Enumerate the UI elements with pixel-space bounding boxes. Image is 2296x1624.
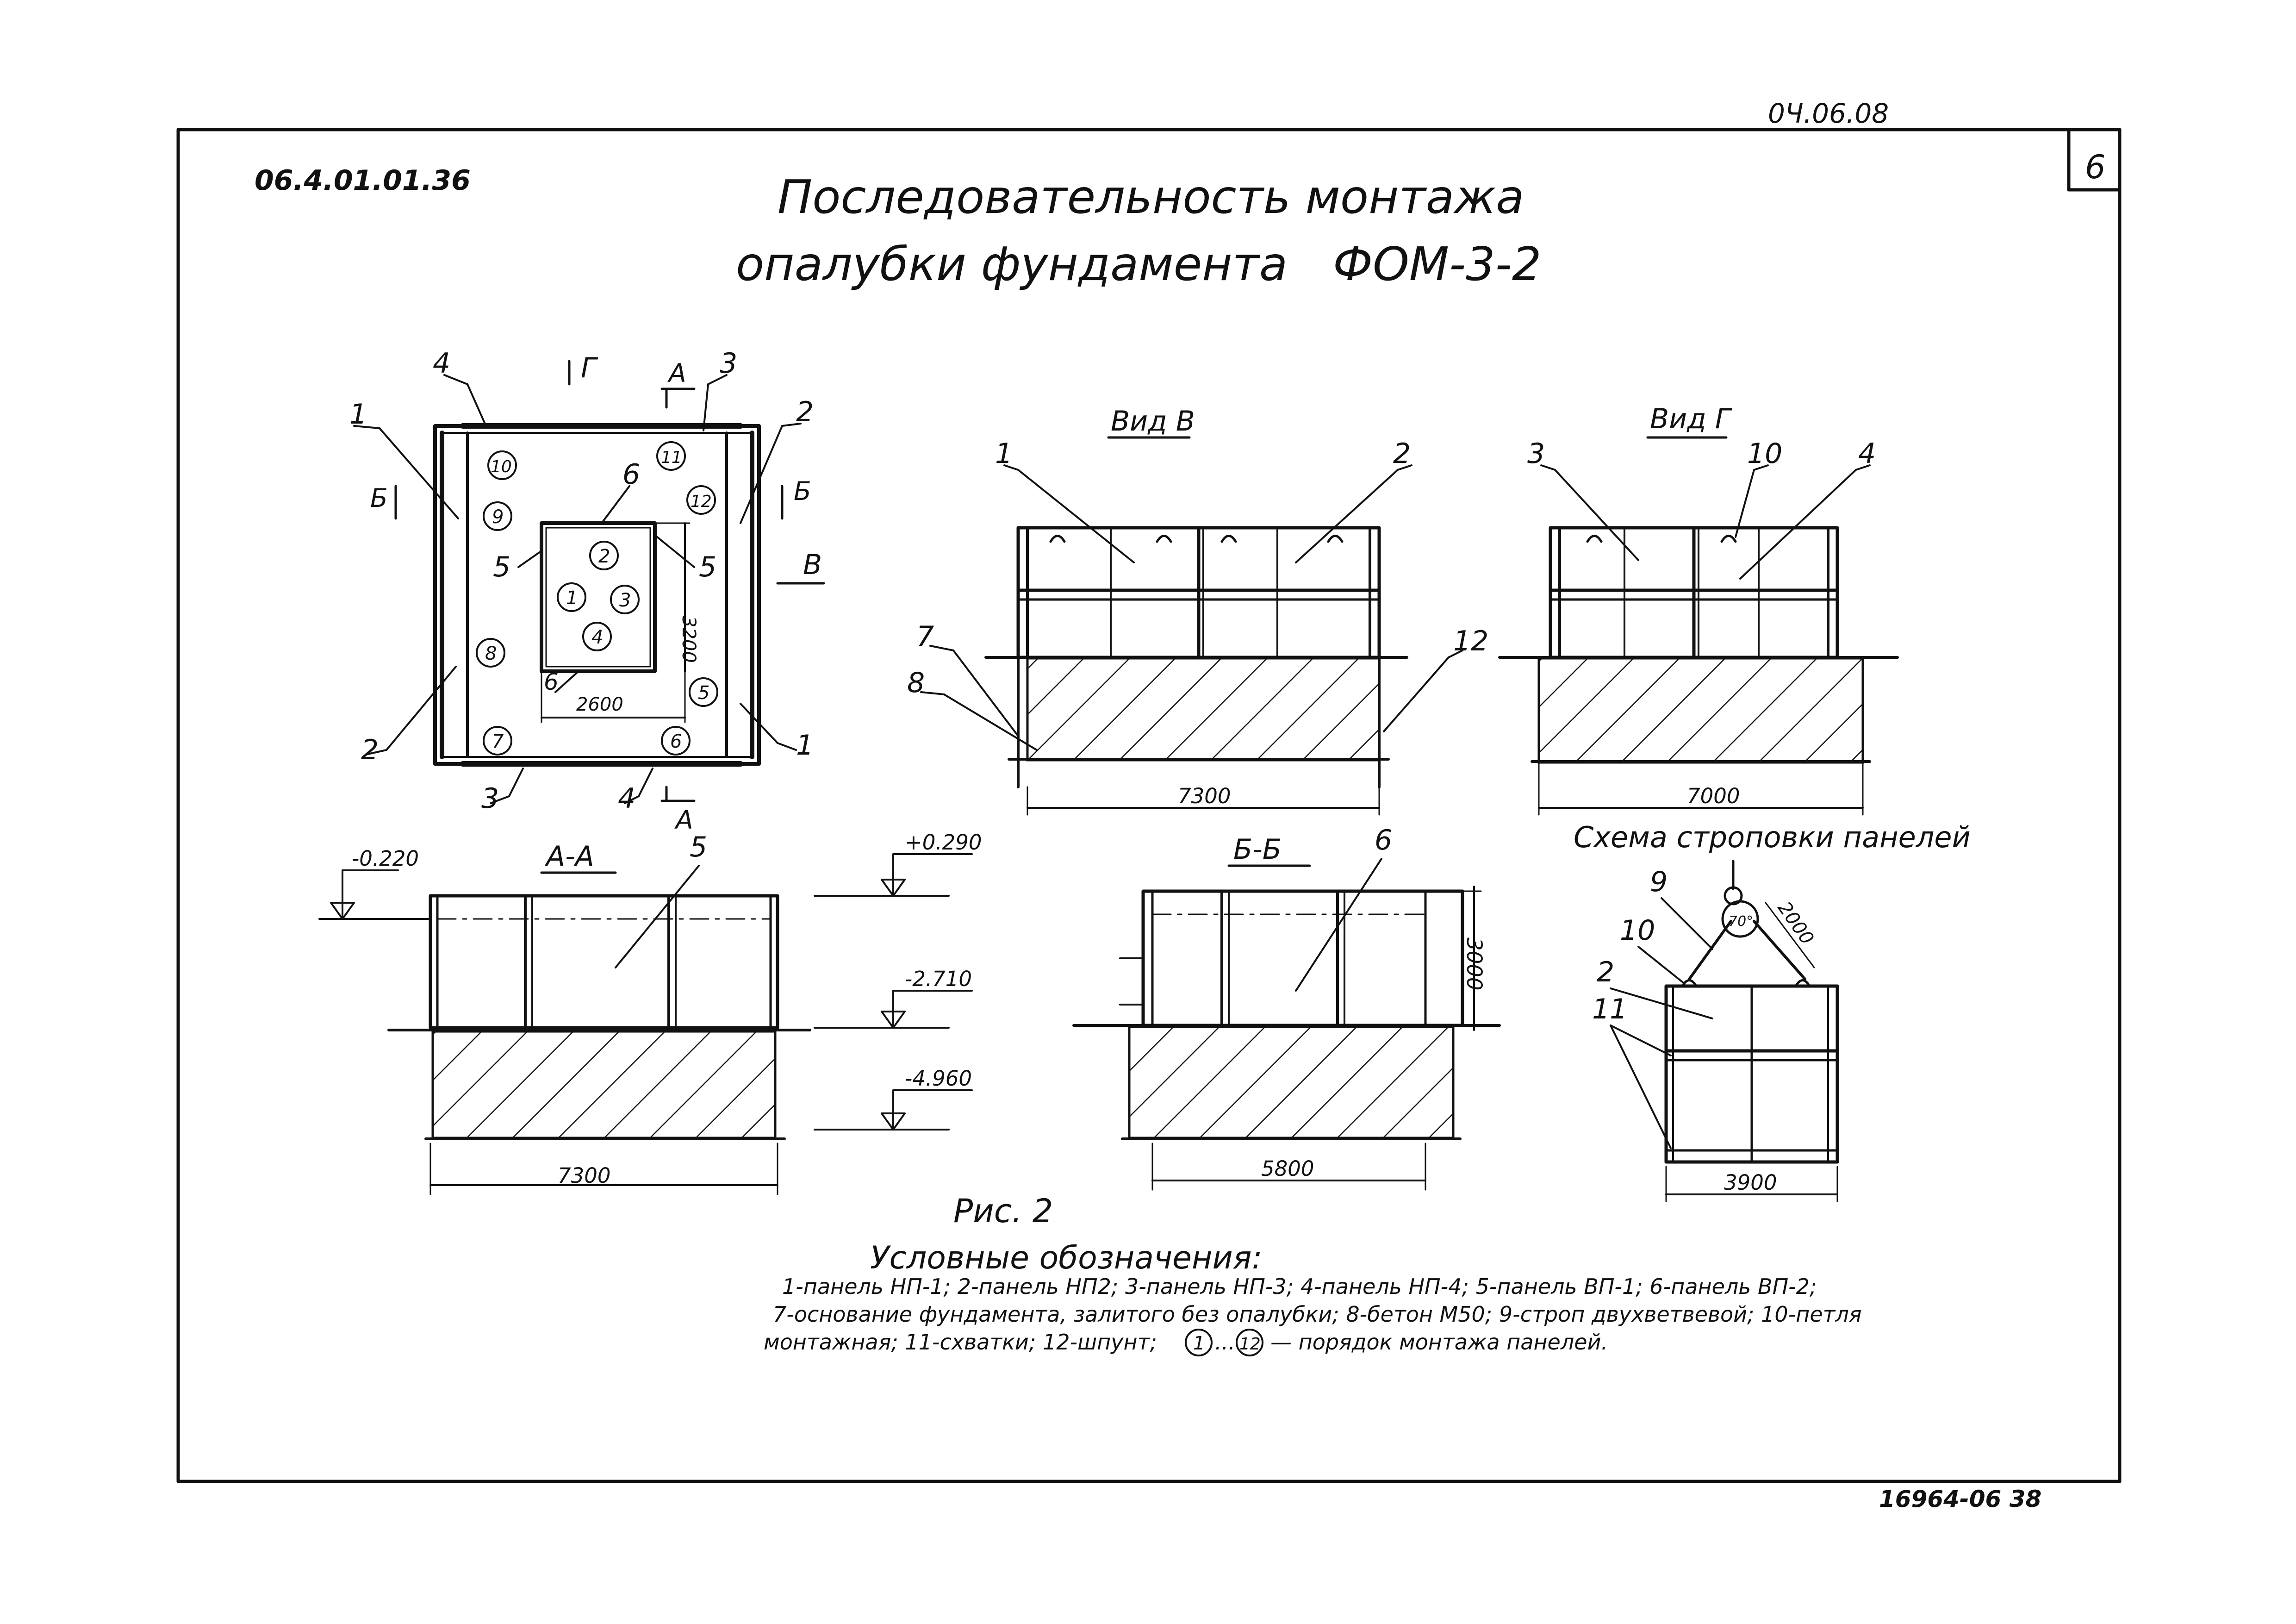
section-aa-dim: 7300 — [558, 1163, 611, 1188]
level-mid: -2.710 — [905, 967, 972, 991]
sheet-frame — [176, 128, 2122, 1483]
title-line-2: опалубки фундамента — [736, 237, 1288, 291]
level-bottom: -4.960 — [905, 1066, 972, 1091]
order-8: 8 — [485, 643, 497, 664]
view-g-callout-3: 3 — [1527, 437, 1545, 470]
sheet-number: 6 — [2085, 148, 2106, 186]
view-g-callout-4: 4 — [1858, 437, 1876, 470]
title-line-1: Последовательность монтажа — [778, 170, 1524, 224]
level-top-left: -0.220 — [352, 846, 419, 871]
section-bb-dim: 5800 — [1261, 1156, 1314, 1181]
figure-caption: Рис. 2 — [953, 1192, 1053, 1230]
plan-callout-5-left: 5 — [493, 551, 510, 583]
plan-callouts: 4 1 3 2 2 1 3 4 5 5 — [349, 347, 814, 815]
section-aa: А-А 5 7300 -0.220 — [318, 830, 982, 1195]
plan-callout-1-right: 1 — [796, 729, 814, 762]
legend-line-2: 7-основание фундамента, залитого без опа… — [773, 1302, 1862, 1327]
order-11: 11 — [661, 448, 682, 467]
legend-line-3a: монтажная; 11-схватки; 12-шпунт; — [764, 1330, 1157, 1355]
section-bb-title: Б-Б — [1233, 833, 1282, 866]
legend: Рис. 2 Условные обозначения: 1-панель НП… — [764, 1192, 1862, 1356]
plan-callout-6-top: 6 — [622, 458, 640, 491]
order-12: 12 — [691, 492, 712, 511]
legend-circle-12: 12 — [1239, 1335, 1261, 1354]
plan-callout-2-right: 2 — [796, 396, 814, 428]
section-marker-b-right: Б — [794, 476, 811, 506]
legend-dots: ... — [1215, 1330, 1235, 1355]
view-v-title: Вид В — [1111, 405, 1195, 437]
view-v-callout-8: 8 — [907, 667, 925, 699]
sling-scheme: Схема строповки панелей 70° 2000 3900 9 … — [1574, 820, 1971, 1202]
plan-section-markers: Г А А Б Б В — [370, 352, 825, 835]
view-v-callout-7: 7 — [916, 620, 934, 653]
order-2: 2 — [598, 546, 610, 567]
view-v: Вид В 7300 1 2 7 — [907, 405, 1488, 816]
legend-heading: Условные обозначения: — [870, 1240, 1262, 1276]
view-v-callout-2: 2 — [1393, 437, 1411, 470]
sling-callout-10: 10 — [1620, 914, 1655, 947]
view-v-callout-12: 12 — [1453, 625, 1488, 657]
view-g-title: Вид Г — [1650, 403, 1733, 435]
view-marker-v: В — [803, 549, 822, 581]
plan-callout-5-right: 5 — [699, 551, 716, 583]
sling-angle: 70° — [1729, 913, 1753, 930]
section-aa-title: А-А — [544, 840, 594, 873]
order-7: 7 — [492, 731, 504, 752]
legend-line-3b: — порядок монтажа панелей. — [1270, 1330, 1608, 1355]
section-aa-callout-5: 5 — [690, 831, 707, 863]
footer: 16964-06 38 — [1879, 1486, 2041, 1512]
sling-panel-dim: 3900 — [1724, 1170, 1777, 1195]
plan-callout-3-bottom: 3 — [481, 782, 499, 815]
plan-callout-4-top: 4 — [433, 347, 450, 380]
sling-title: Схема строповки панелей — [1574, 820, 1971, 854]
sling-callout-2: 2 — [1597, 956, 1614, 988]
order-5: 5 — [698, 682, 709, 704]
order-6: 6 — [670, 731, 682, 752]
order-9: 9 — [492, 506, 504, 528]
view-g-dim: 7000 — [1687, 784, 1740, 808]
plan-view: 2600 3200 1 2 3 4 5 6 7 8 9 10 1 — [349, 347, 825, 835]
order-4: 4 — [591, 627, 603, 648]
section-marker-a-top: А — [667, 358, 686, 388]
order-circles: 1 2 3 4 5 6 7 8 9 10 11 12 — [476, 441, 718, 756]
view-g-callout-10: 10 — [1747, 437, 1782, 470]
view-v-callout-1: 1 — [995, 437, 1013, 470]
order-1: 1 — [566, 587, 578, 609]
series-code: 06.4.01.01.36 — [255, 164, 471, 197]
plan-callout-3-top: 3 — [720, 347, 737, 380]
legend-line-1: 1-панель НП-1; 2-панель НП2; 3-панель НП… — [782, 1274, 1817, 1299]
footer-code: 16964-06 38 — [1879, 1486, 2041, 1512]
level-marks: -0.220 +0.290 -2.710 -4.960 — [318, 830, 982, 1131]
section-bb: Б-Б 6 3000 5800 — [1072, 824, 1501, 1191]
plan-callout-4-bottom: 4 — [618, 782, 635, 815]
sling-dim: 2000 — [1773, 898, 1818, 949]
view-marker-g: Г — [581, 352, 598, 384]
view-v-dim: 7300 — [1178, 784, 1231, 808]
order-3: 3 — [619, 590, 631, 611]
plan-callout-2-left: 2 — [361, 734, 379, 766]
dim-inner-height: 3200 — [678, 616, 699, 663]
section-bb-callout-6: 6 — [1375, 824, 1392, 856]
section-bb-dim-height: 3000 — [1462, 937, 1487, 991]
sling-callout-11: 11 — [1592, 993, 1627, 1025]
header: 0Ч.06.08 6 06.4.01.01.36 Последовательно… — [255, 98, 2106, 291]
level-top: +0.290 — [905, 830, 982, 855]
plan-callout-6-bottom: 6 — [544, 668, 559, 695]
view-g: Вид Г 7000 3 10 4 — [1498, 403, 1899, 816]
doc-code: 0Ч.06.08 — [1768, 98, 1889, 129]
dim-inner-width: 2600 — [576, 694, 623, 715]
plan-callout-1-left: 1 — [349, 398, 367, 431]
order-10: 10 — [491, 457, 512, 476]
section-marker-a-bottom: А — [674, 805, 693, 835]
sling-callout-9: 9 — [1650, 866, 1668, 898]
section-marker-b-left: Б — [370, 483, 388, 513]
title-mark: ФОМ-3-2 — [1333, 237, 1542, 291]
legend-circle-1: 1 — [1193, 1333, 1205, 1354]
